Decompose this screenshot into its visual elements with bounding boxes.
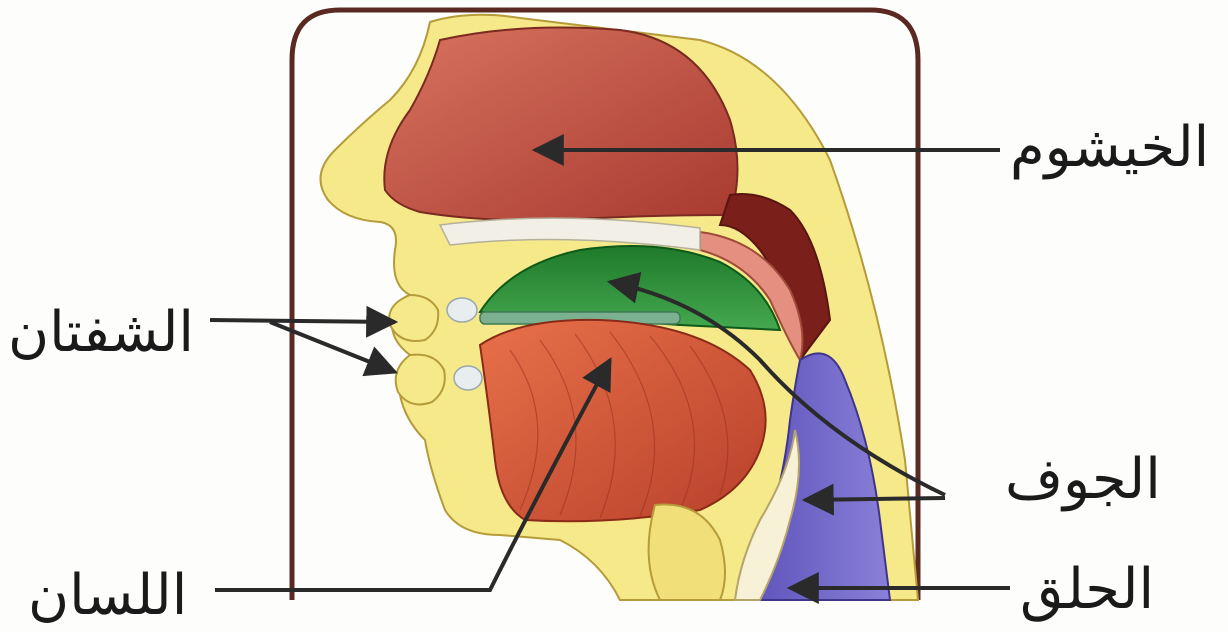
upper-lip bbox=[389, 295, 438, 341]
label-throat: الحلق bbox=[1020, 562, 1154, 618]
lower-lip bbox=[396, 355, 445, 405]
label-oral-cavity: الجوف bbox=[1005, 452, 1161, 508]
label-lips: الشفتان bbox=[8, 305, 194, 361]
arrow-lips-upper bbox=[210, 320, 395, 322]
label-nasal-cavity: الخيشوم bbox=[1010, 120, 1209, 176]
label-tongue: اللسان bbox=[28, 568, 187, 624]
nasal-cavity-region bbox=[384, 28, 737, 221]
arrow-cavity-throat bbox=[805, 498, 945, 500]
arrow-lips-lower bbox=[270, 322, 395, 372]
